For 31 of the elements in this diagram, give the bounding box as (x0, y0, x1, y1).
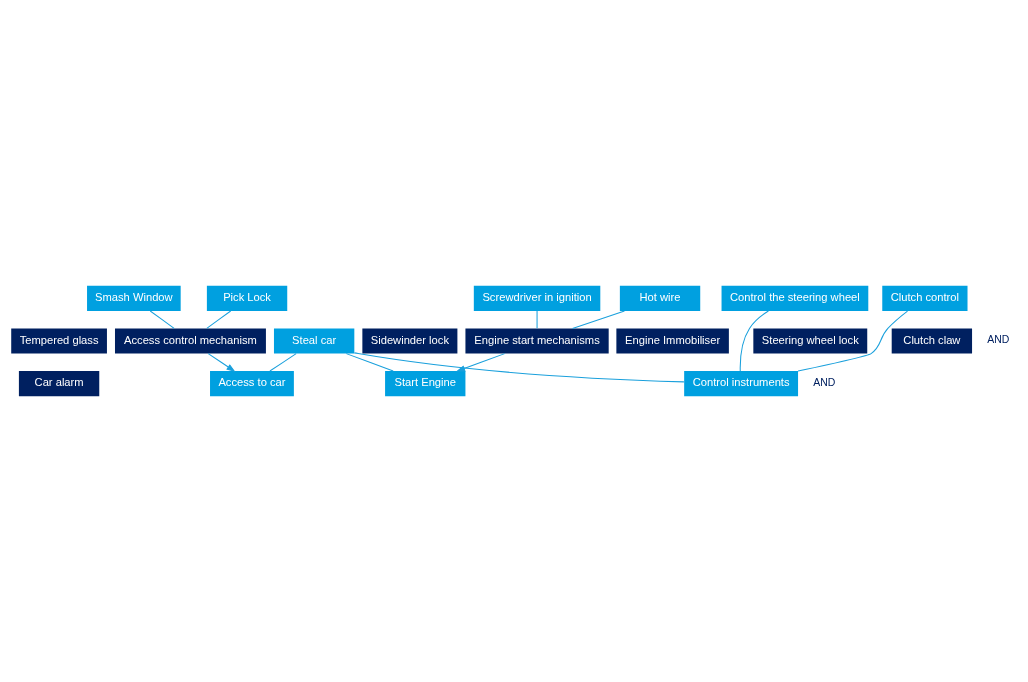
arrow (207, 353, 236, 372)
node-box: Smash Window (87, 285, 181, 311)
node-box: Clutch control (882, 285, 968, 311)
node-box: Engine start mechanisms (465, 328, 609, 354)
connector (206, 310, 232, 329)
label: AND (987, 334, 1010, 346)
node-box: Car alarm (18, 371, 100, 397)
connector (149, 310, 175, 329)
node-box: Control instruments (684, 371, 799, 397)
node-box: Sidewinder lock (362, 328, 458, 354)
connector (345, 353, 394, 372)
node-box: Access to car (210, 371, 294, 397)
node-box: Control the steering wheel (721, 285, 869, 311)
node-box: Engine Immobiliser (616, 328, 729, 354)
node-box: Access control mechanism (115, 328, 266, 354)
connector (269, 353, 297, 372)
node-box: Steal car (273, 328, 355, 354)
connector (739, 310, 769, 372)
connector (797, 310, 909, 372)
arrow (456, 353, 506, 372)
connector (353, 352, 685, 383)
node-box: Hot wire (619, 285, 701, 311)
node-box: Screwdriver in ignition (473, 285, 601, 311)
node-box: Steering wheel lock (753, 328, 868, 354)
node-box: Tempered glass (11, 328, 107, 354)
connector (536, 310, 538, 329)
label: AND (813, 377, 836, 389)
connector (572, 310, 625, 329)
node-box: Clutch claw (891, 328, 973, 354)
node-box: Start Engine (385, 371, 466, 397)
node-box: Pick Lock (206, 285, 288, 311)
